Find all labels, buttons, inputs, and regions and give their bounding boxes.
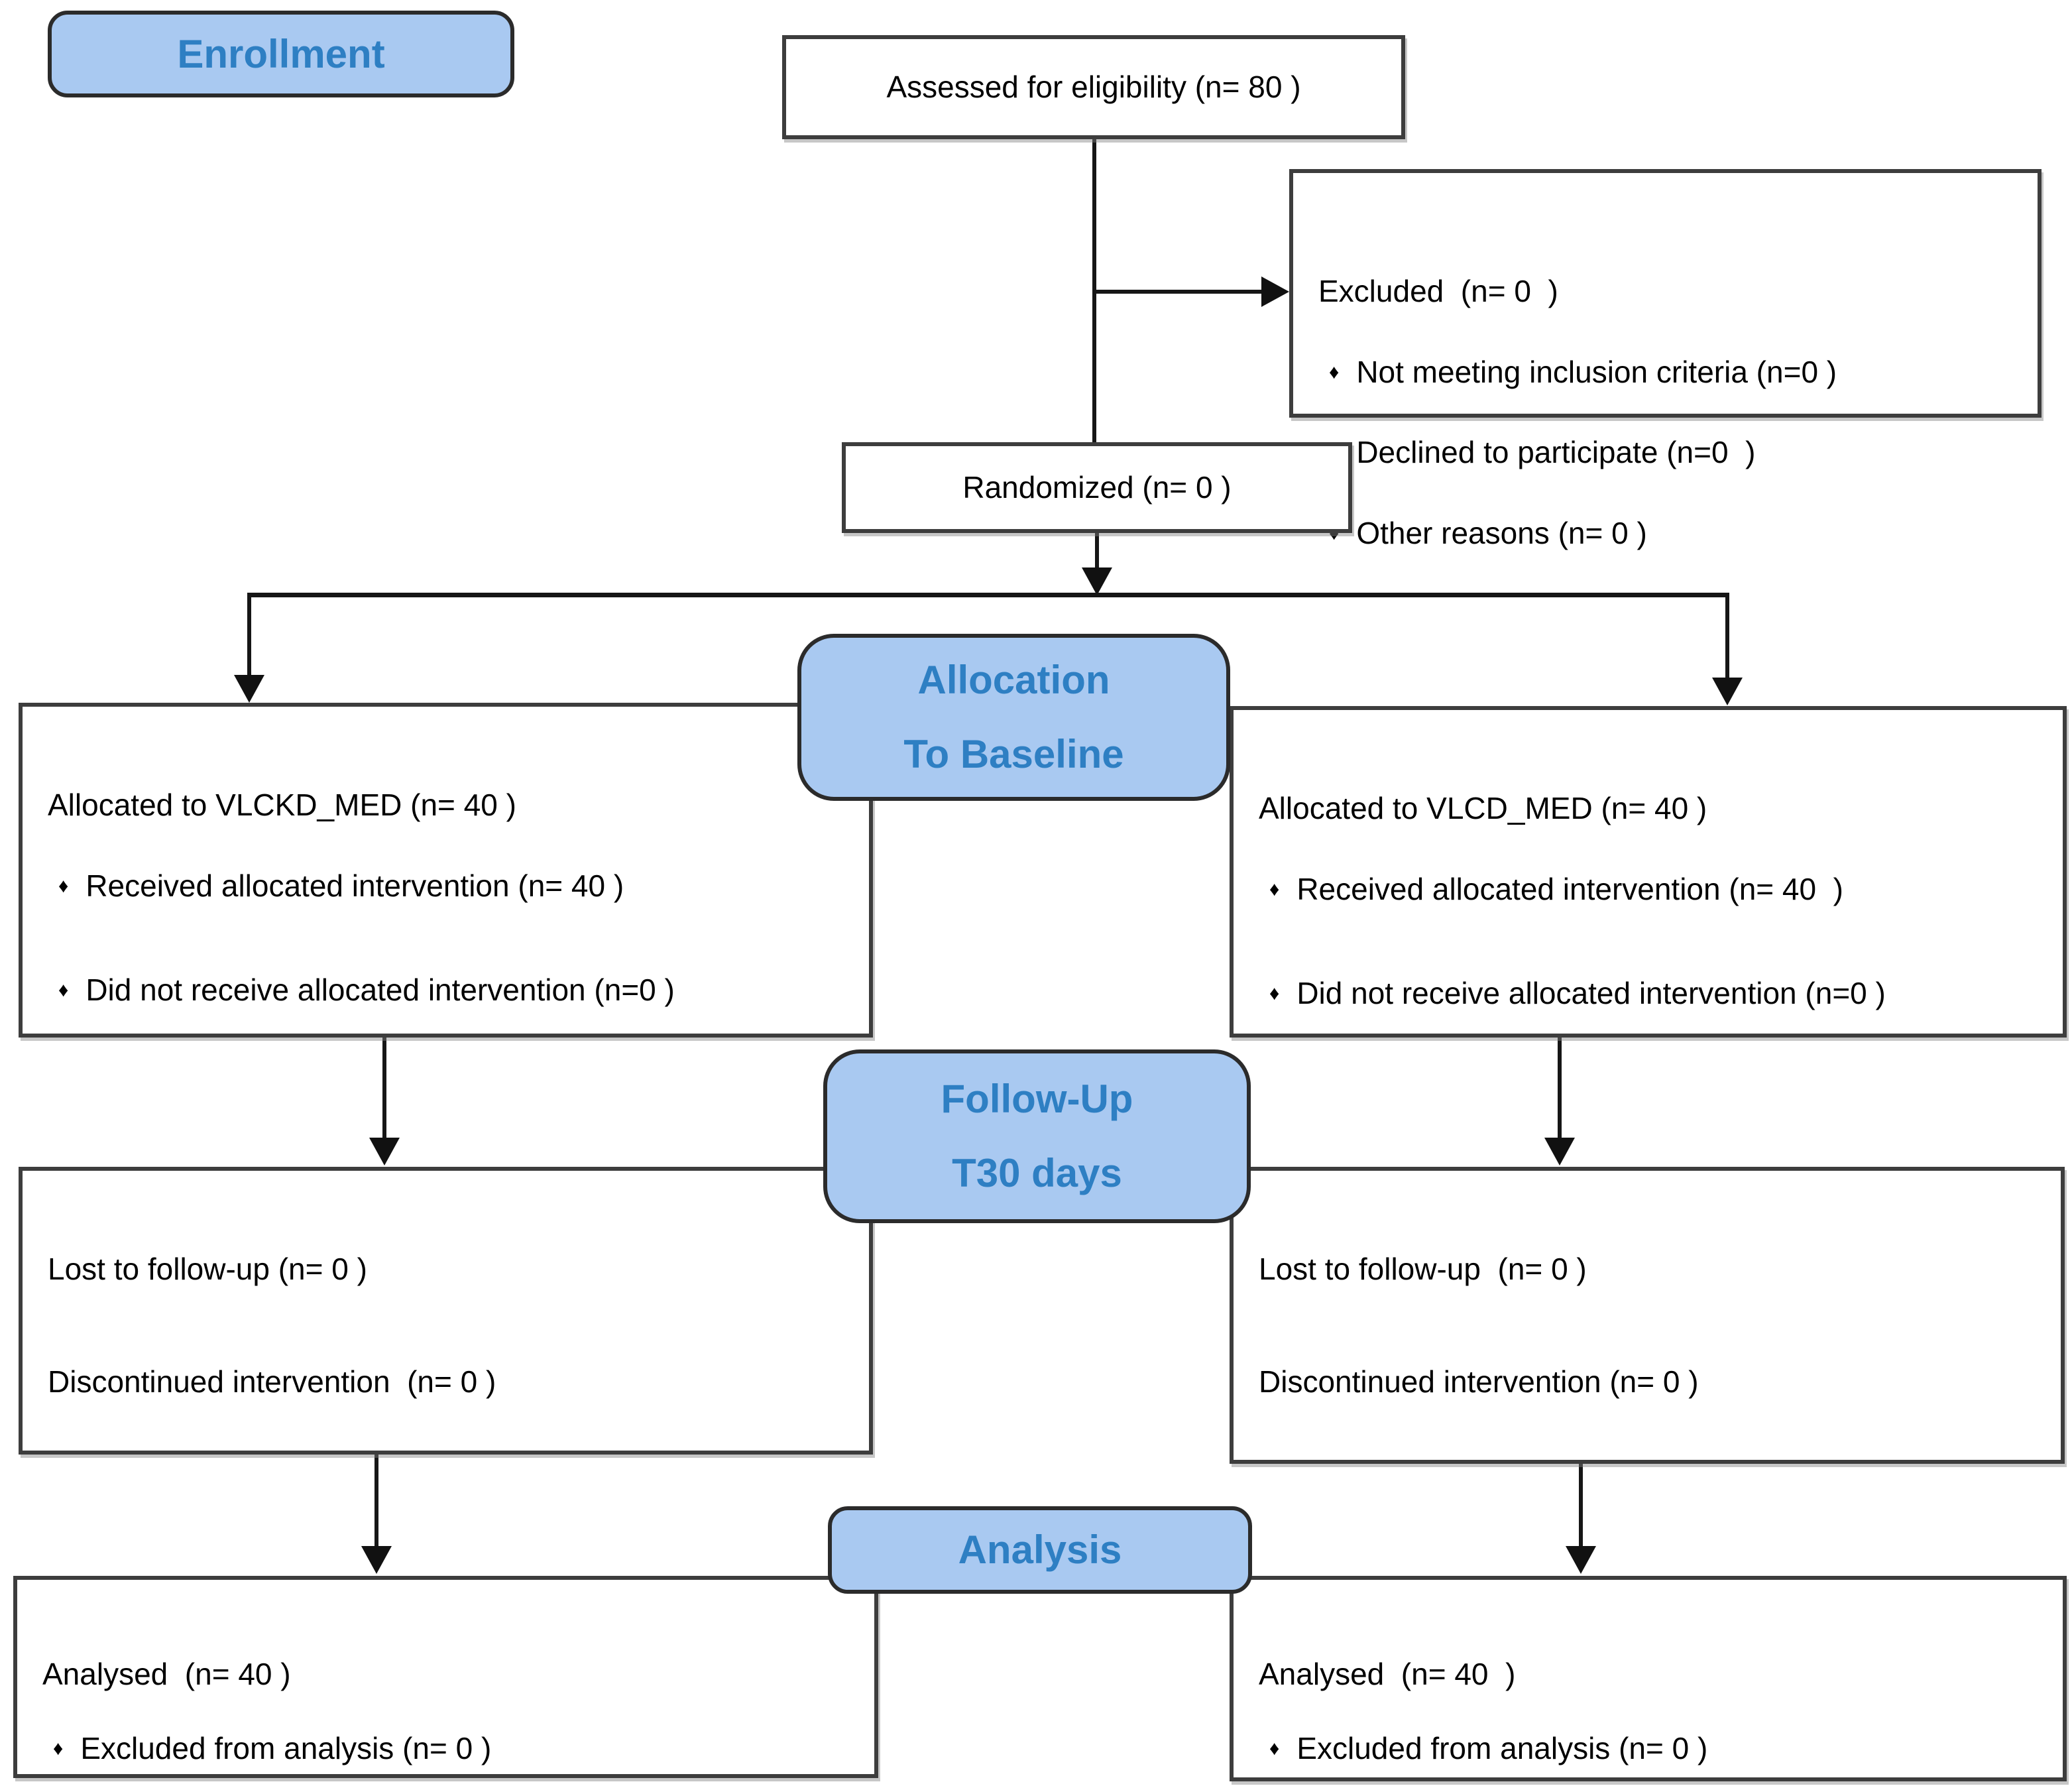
arrowhead-right-allocation-icon <box>1712 678 1743 705</box>
arrowhead-left-allocation-icon <box>234 675 264 703</box>
alloc-right-bullet-2: ♦ Did not receive allocated intervention… <box>1269 976 1886 1010</box>
arrowhead-right-followup-icon <box>1544 1138 1575 1165</box>
connector-branch-excluded <box>1092 290 1263 294</box>
arrowhead-to-excluded-icon <box>1261 276 1289 307</box>
band-analysis-label: Analysis <box>958 1527 1122 1572</box>
randomized-text: Randomized (n= 0 ) <box>962 469 1232 505</box>
alloc-right-title: Allocated to VLCD_MED (n= 40 ) <box>1259 791 1707 825</box>
box-allocated-vlcd: Allocated to VLCD_MED (n= 40 ) ♦ Receive… <box>1230 706 2067 1038</box>
alloc-left-bullet-2: ♦ Did not receive allocated intervention… <box>58 973 675 1007</box>
connector-left-followup-to-analysis <box>374 1452 378 1547</box>
arrowhead-to-split-icon <box>1082 567 1112 595</box>
connector-split-bar <box>249 593 1729 597</box>
connector-right-followup-to-analysis <box>1579 1448 1583 1547</box>
band-analysis: Analysis <box>828 1506 1252 1594</box>
box-lost-left: Lost to follow-up (n= 0 ) Discontinued i… <box>19 1167 873 1455</box>
diamond-bullet-icon: ♦ <box>1329 361 1340 383</box>
diamond-bullet-icon: ♦ <box>58 979 69 1001</box>
analysed-right-bullet-1: ♦ Excluded from analysis (n= 0 ) <box>1269 1730 1708 1765</box>
band-followup: Follow-Up T30 days <box>823 1049 1251 1223</box>
arrowhead-right-analysis-icon <box>1566 1546 1596 1574</box>
box-allocated-vlckd: Allocated to VLCKD_MED (n= 40 ) ♦ Receiv… <box>19 703 873 1038</box>
diamond-bullet-icon: ♦ <box>1269 1737 1280 1759</box>
band-followup-line1: Follow-Up <box>941 1077 1133 1121</box>
excluded-bullet-1: ♦ Not meeting inclusion criteria (n=0 ) <box>1329 354 1837 389</box>
diamond-bullet-icon: ♦ <box>58 874 69 897</box>
band-allocation-line2: To Baseline <box>903 732 1124 776</box>
band-followup-line2: T30 days <box>952 1151 1122 1195</box>
arrowhead-left-analysis-icon <box>361 1546 392 1574</box>
analysed-right-title: Analysed (n= 40 ) <box>1259 1657 1516 1691</box>
diamond-bullet-icon: ♦ <box>1269 983 1280 1004</box>
alloc-right-bullet-1: ♦ Received allocated intervention (n= 40… <box>1269 871 1843 906</box>
excluded-bullet-2: ♦ Declined to participate (n=0 ) <box>1318 434 2018 472</box>
connector-left-alloc-to-followup <box>382 1036 386 1140</box>
lost-right-line2: Discontinued intervention (n= 0 ) <box>1259 1364 1699 1399</box>
band-allocation: Allocation To Baseline <box>797 634 1230 801</box>
band-enrollment-label: Enrollment <box>177 31 385 76</box>
box-randomized: Randomized (n= 0 ) <box>842 442 1352 533</box>
box-assessed: Assessed for eligibility (n= 80 ) <box>782 35 1405 139</box>
diamond-bullet-icon: ♦ <box>53 1737 64 1759</box>
lost-right-line1: Lost to follow-up (n= 0 ) <box>1259 1252 1587 1286</box>
box-excluded: Excluded (n= 0 ) ♦ Not meeting inclusion… <box>1289 169 2042 550</box>
excluded-title: Excluded (n= 0 ) <box>1318 274 1558 308</box>
connector-split-left-drop <box>247 593 251 678</box>
assessed-text: Assessed for eligibility (n= 80 ) <box>886 69 1301 104</box>
connector-randomized-to-split <box>1095 530 1099 570</box>
excluded-bullet-3: ♦ Other reasons (n= 0 ) <box>1329 515 1647 550</box>
alloc-left-title: Allocated to VLCKD_MED (n= 40 ) <box>48 788 516 822</box>
analysed-left-title: Analysed (n= 40 ) <box>42 1657 291 1691</box>
box-lost-right: Lost to follow-up (n= 0 ) Discontinued i… <box>1230 1167 2065 1464</box>
box-analysed-left: Analysed (n= 40 ) ♦ Excluded from analys… <box>13 1576 878 1778</box>
band-enrollment: Enrollment <box>48 11 514 97</box>
connector-right-alloc-to-followup <box>1558 1036 1562 1140</box>
analysed-left-bullet-1: ♦ Excluded from analysis (n= 0 ) <box>53 1730 492 1765</box>
diamond-bullet-icon: ♦ <box>1269 878 1280 900</box>
arrowhead-left-followup-icon <box>369 1138 400 1165</box>
box-analysed-right: Analysed (n= 40 ) ♦ Excluded from analys… <box>1230 1576 2067 1781</box>
lost-left-line1: Lost to follow-up (n= 0 ) <box>48 1252 367 1286</box>
alloc-left-bullet-1: ♦ Received allocated intervention (n= 40… <box>58 868 624 903</box>
band-allocation-line1: Allocation <box>917 658 1110 702</box>
connector-split-right-drop <box>1725 593 1729 679</box>
lost-left-line2: Discontinued intervention (n= 0 ) <box>48 1364 496 1399</box>
